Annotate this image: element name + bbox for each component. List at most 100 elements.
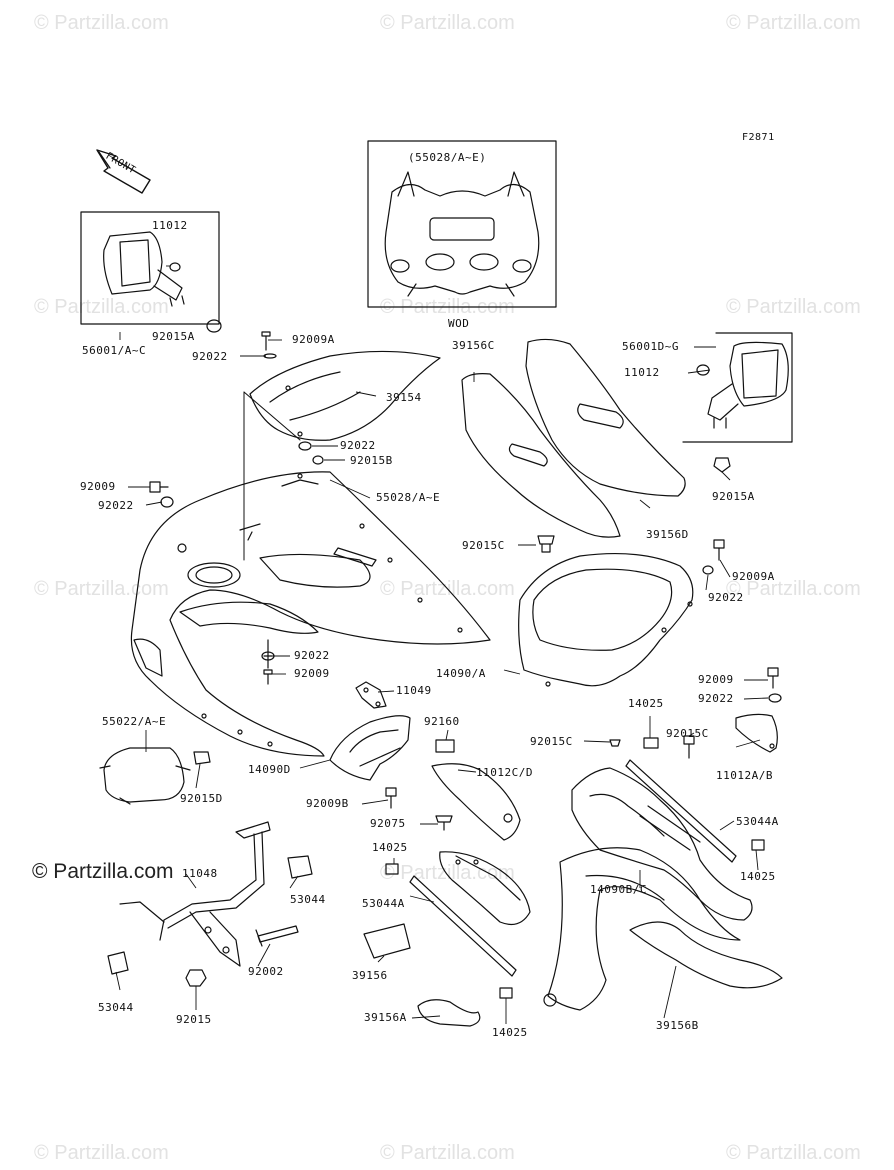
part-label-14025: 14025 (372, 841, 408, 854)
part-label-53044: 53044 (290, 893, 326, 906)
part-label-92015b: 92015B (350, 454, 393, 467)
part-label-92022: 92022 (294, 649, 330, 662)
part-label-92015a: 92015A (712, 490, 755, 503)
watermark: © Partzilla.com (380, 1142, 515, 1164)
part-label-39154: 39154 (386, 391, 422, 404)
part-label-92022: 92022 (192, 350, 228, 363)
meter-cover-drawing (518, 552, 694, 687)
part-label-11012ab: 11012A/B (716, 769, 773, 782)
inset-title: (55028/A~E) (408, 151, 487, 164)
part-label-14025: 14025 (740, 870, 776, 883)
part-label-92022: 92022 (98, 499, 134, 512)
part-label-92160: 92160 (424, 715, 460, 728)
screw-icon (683, 735, 695, 759)
part-label-14025: 14025 (492, 1026, 528, 1039)
upper-cowl-drawing (130, 471, 491, 757)
inner-panel-39156d-drawing (525, 338, 686, 497)
watermark-main: © Partzilla.com (32, 860, 174, 883)
seal-strip-icon (625, 759, 737, 863)
watermark: © Partzilla.com (726, 1142, 861, 1164)
foam-pad-39156a-drawing (417, 999, 481, 1027)
part-label-92009b: 92009B (306, 797, 349, 810)
part-label-92009: 92009 (294, 667, 330, 680)
inner-panel-39156c-drawing (461, 373, 621, 538)
part-label-11012: 11012 (152, 219, 188, 232)
rubber-block-icon (435, 739, 455, 753)
part-label-92022: 92022 (708, 591, 744, 604)
front-arrow-icon (96, 149, 151, 194)
part-label-14090d: 14090D (248, 763, 291, 776)
washer-icon (768, 693, 782, 703)
stay-bracket-11048-drawing (119, 821, 271, 967)
part-label-14090bc: 14090B/C (590, 883, 647, 896)
cover-11012ab-drawing (735, 713, 778, 753)
right-mirror-drawing (696, 341, 789, 473)
nut-icon (185, 969, 207, 987)
bolt-icon (255, 925, 299, 947)
figure-code: F2871 (742, 132, 775, 143)
part-label-39156c: 39156C (452, 339, 495, 352)
grommet-icon (609, 739, 621, 747)
part-label-92015c: 92015C (530, 735, 573, 748)
foam-pad-39156b-drawing (629, 921, 783, 989)
part-label-92002: 92002 (248, 965, 284, 978)
part-label-92015c: 92015C (462, 539, 505, 552)
washer-icon (160, 496, 174, 508)
part-label-55028ae: 55028/A~E (376, 491, 441, 504)
watermark: © Partzilla.com (34, 1142, 169, 1164)
screw-icon (149, 481, 169, 493)
part-label-92015: 92015 (176, 1013, 212, 1026)
part-label-92075: 92075 (370, 817, 406, 830)
screw-icon (385, 787, 397, 809)
left-mirror-drawing (103, 231, 222, 333)
watermark: © Partzilla.com (380, 862, 515, 884)
part-label-92009: 92009 (698, 673, 734, 686)
bracket-11049-drawing (355, 681, 387, 709)
inset-fairing-drawing (384, 171, 540, 297)
foam-pad-39156-drawing (363, 923, 411, 959)
nut-clip-icon (193, 751, 211, 765)
watermark: © Partzilla.com (726, 296, 861, 318)
cover-14090d-drawing (329, 715, 411, 781)
grommet-icon (537, 535, 555, 553)
inner-cover-11012cd-drawing (431, 763, 521, 841)
part-label-11012cd: 11012C/D (476, 766, 533, 779)
right-mirror-frame (682, 332, 793, 443)
part-label-92009: 92009 (80, 480, 116, 493)
rubber-block-icon (499, 987, 513, 999)
part-label-53044a: 53044A (362, 897, 405, 910)
u-clip-icon (107, 951, 129, 975)
watermark: © Partzilla.com (726, 12, 861, 34)
part-label-39156: 39156 (352, 969, 388, 982)
part-label-39156b: 39156B (656, 1019, 699, 1032)
screw-icon (767, 667, 779, 689)
windscreen-drawing (249, 350, 441, 441)
part-label-92009a: 92009A (292, 333, 335, 346)
part-label-11012: 11012 (624, 366, 660, 379)
panel-55022-drawing (99, 747, 191, 805)
part-label-14090a: 14090/A (436, 667, 486, 680)
screw-icon (713, 539, 725, 561)
watermark: © Partzilla.com (380, 12, 515, 34)
watermark: © Partzilla.com (34, 578, 169, 600)
washer-icon (312, 455, 324, 465)
u-clip-icon (287, 855, 313, 879)
part-label-53044a: 53044A (736, 815, 779, 828)
washer-icon (702, 565, 714, 575)
part-label-92009a: 92009A (732, 570, 775, 583)
part-label-92015c: 92015C (666, 727, 709, 740)
part-label-56001ac: 56001/A~C (82, 344, 147, 357)
part-label-39156d: 39156D (646, 528, 689, 541)
part-label-53044: 53044 (98, 1001, 134, 1014)
part-label-92015d: 92015D (180, 792, 223, 805)
inset-frame (367, 140, 557, 308)
wod-label: WOD (448, 317, 470, 330)
part-label-92022: 92022 (340, 439, 376, 452)
part-label-55022ae: 55022/A~E (102, 715, 167, 728)
part-label-39156a: 39156A (364, 1011, 407, 1024)
part-label-11049: 11049 (396, 684, 432, 697)
side-cover-drawing (571, 767, 753, 921)
washer-icon (298, 441, 312, 451)
seal-strip-icon (409, 875, 517, 977)
